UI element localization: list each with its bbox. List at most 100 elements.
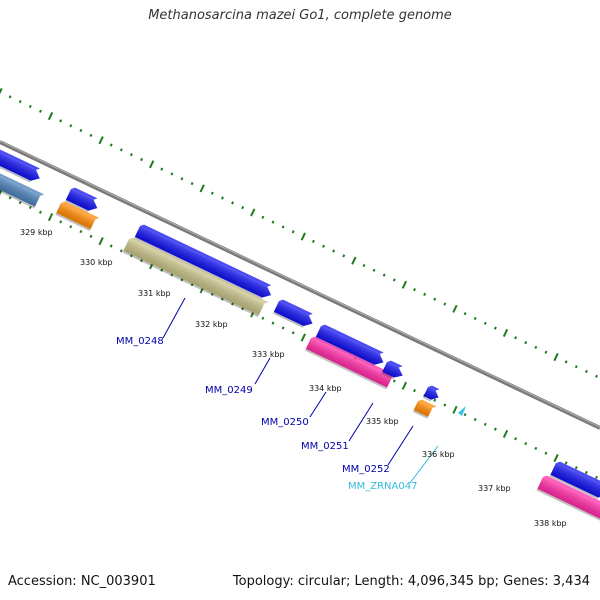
gene-orange-2[interactable] [412, 398, 437, 420]
tick-mark [261, 316, 265, 320]
tick-mark [311, 239, 315, 243]
gene-forward-1[interactable] [0, 145, 44, 185]
tick-mark [47, 112, 54, 121]
outer-tick-ring [0, 87, 598, 378]
tick-mark [231, 302, 234, 306]
tick-mark [281, 326, 285, 330]
gene-forward-2[interactable] [64, 186, 101, 215]
tick-mark [69, 225, 73, 229]
kbp-label: 332 kbp [195, 320, 228, 329]
tick-mark [0, 87, 3, 95]
kbp-label: 334 kbp [309, 384, 342, 393]
rna-feature[interactable] [458, 406, 466, 416]
gene-forward-4[interactable] [272, 298, 316, 331]
tick-mark [300, 333, 306, 342]
gene-steelblue-1[interactable] [0, 167, 45, 209]
gene-magenta-1[interactable] [304, 335, 397, 390]
tick-mark [392, 379, 396, 383]
gene-label-mm0252[interactable]: MM_0252 [342, 464, 390, 475]
tick-mark [69, 124, 73, 128]
tick-mark [0, 188, 3, 196]
tick-mark [483, 422, 487, 426]
tick-mark [342, 254, 346, 258]
tick-mark [401, 280, 408, 289]
tick-mark [129, 153, 133, 157]
tick-mark [291, 230, 295, 234]
tick-mark [220, 196, 224, 200]
tick-mark [18, 201, 22, 205]
tick-mark [483, 321, 487, 325]
tick-mark [79, 128, 83, 133]
tick-mark [553, 454, 559, 463]
gene-forward-3[interactable] [133, 223, 275, 302]
tick-mark [401, 381, 408, 390]
map-title: Methanosarcina mazei Go1, complete genom… [148, 8, 452, 23]
kbp-label: 331 kbp [138, 289, 171, 298]
tick-mark [47, 213, 54, 222]
tick-mark [38, 210, 42, 214]
tick-mark [351, 256, 357, 265]
tick-mark [362, 263, 366, 268]
tick-mark [322, 244, 325, 248]
tick-mark [595, 475, 598, 479]
tick-mark [59, 119, 63, 123]
tick-mark [281, 225, 285, 229]
tick-mark [18, 100, 22, 104]
accession-text: Accession: NC_003901 [8, 574, 156, 589]
tick-mark [463, 312, 467, 316]
tick-mark [413, 287, 416, 292]
tick-mark [119, 249, 123, 253]
gene-label-mm0248[interactable]: MM_0248 [116, 336, 164, 347]
tick-mark [553, 353, 559, 362]
kbp-label: 337 kbp [478, 484, 511, 493]
label-leader-line [162, 297, 186, 339]
gene-label-mm0250[interactable]: MM_0250 [261, 417, 309, 428]
tick-mark [372, 268, 376, 272]
tick-mark [38, 109, 42, 113]
tick-mark [574, 365, 578, 369]
tick-mark [170, 172, 174, 176]
tick-mark [443, 403, 447, 407]
tick-mark [220, 297, 224, 301]
label-leader-line [254, 357, 271, 385]
kbp-label: 330 kbp [80, 258, 113, 267]
gene-khaki-1[interactable] [122, 236, 269, 318]
tick-mark [160, 268, 164, 272]
tick-mark [382, 273, 386, 277]
gene-forward-7[interactable] [422, 384, 442, 404]
tick-mark [524, 340, 528, 345]
tick-mark [473, 316, 477, 321]
tick-mark [98, 136, 104, 145]
gene-label-mmzrna047[interactable]: MM_ZRNA047 [348, 481, 417, 492]
tick-mark [463, 413, 467, 417]
label-leader-line [348, 402, 374, 442]
tick-mark [241, 307, 245, 311]
tick-mark [109, 244, 113, 248]
kbp-label: 336 kbp [422, 450, 455, 459]
tick-mark [332, 249, 336, 253]
tick-mark [493, 326, 497, 330]
tick-mark [28, 205, 32, 210]
tick-mark [140, 157, 144, 162]
tick-mark [433, 398, 437, 402]
gene-forward-8[interactable] [549, 460, 600, 502]
gene-label-mm0249[interactable]: MM_0249 [205, 385, 253, 396]
tick-mark [250, 208, 256, 217]
tick-mark [452, 304, 458, 313]
gene-orange-1[interactable] [55, 200, 100, 232]
tick-mark [119, 148, 123, 152]
tick-mark [190, 181, 194, 186]
gene-forward-6[interactable] [381, 359, 406, 382]
label-leader-line [387, 425, 414, 466]
tick-mark [584, 470, 588, 475]
tick-mark [261, 215, 265, 219]
kbp-label: 335 kbp [366, 417, 399, 426]
gene-label-mm0251[interactable]: MM_0251 [301, 441, 349, 452]
tick-mark [423, 292, 427, 297]
tick-mark [129, 254, 133, 258]
tick-mark [160, 167, 164, 171]
tick-mark [544, 350, 548, 354]
tick-mark [300, 232, 306, 241]
gene-magenta-2[interactable] [536, 474, 600, 522]
